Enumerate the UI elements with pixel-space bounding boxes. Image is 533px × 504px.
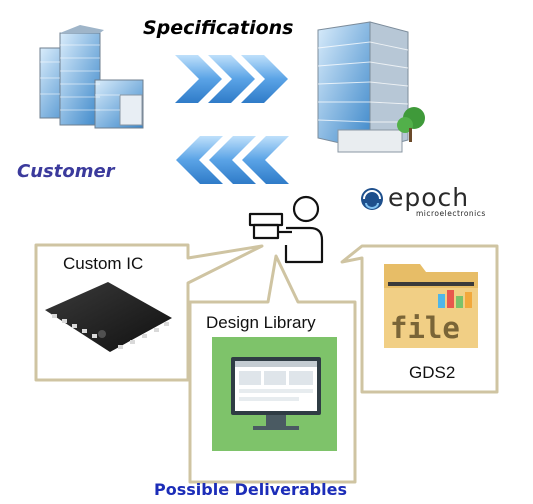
file-folder-icon: file — [384, 264, 478, 348]
epoch-name: epoch — [388, 183, 469, 212]
design-library-icon — [212, 337, 337, 451]
right-arrow-icon — [175, 55, 288, 103]
left-arrow-icon — [176, 136, 289, 184]
custom-ic-label: Custom IC — [63, 254, 143, 273]
file-icon-text: file — [390, 311, 460, 345]
person-icon — [248, 195, 324, 264]
epoch-logo-icon — [361, 188, 383, 210]
gds2-label: GDS2 — [409, 363, 455, 382]
possible-deliverables-label: Possible Deliverables — [154, 480, 347, 499]
chip-icon — [45, 282, 172, 352]
epoch-building-icon — [317, 21, 425, 153]
epoch-subtitle: microelectronics — [416, 209, 486, 218]
customer-building-icon — [39, 25, 144, 129]
design-library-label: Design Library — [206, 313, 316, 332]
customer-label: Customer — [17, 161, 116, 182]
specifications-label: Specifications — [143, 17, 293, 39]
